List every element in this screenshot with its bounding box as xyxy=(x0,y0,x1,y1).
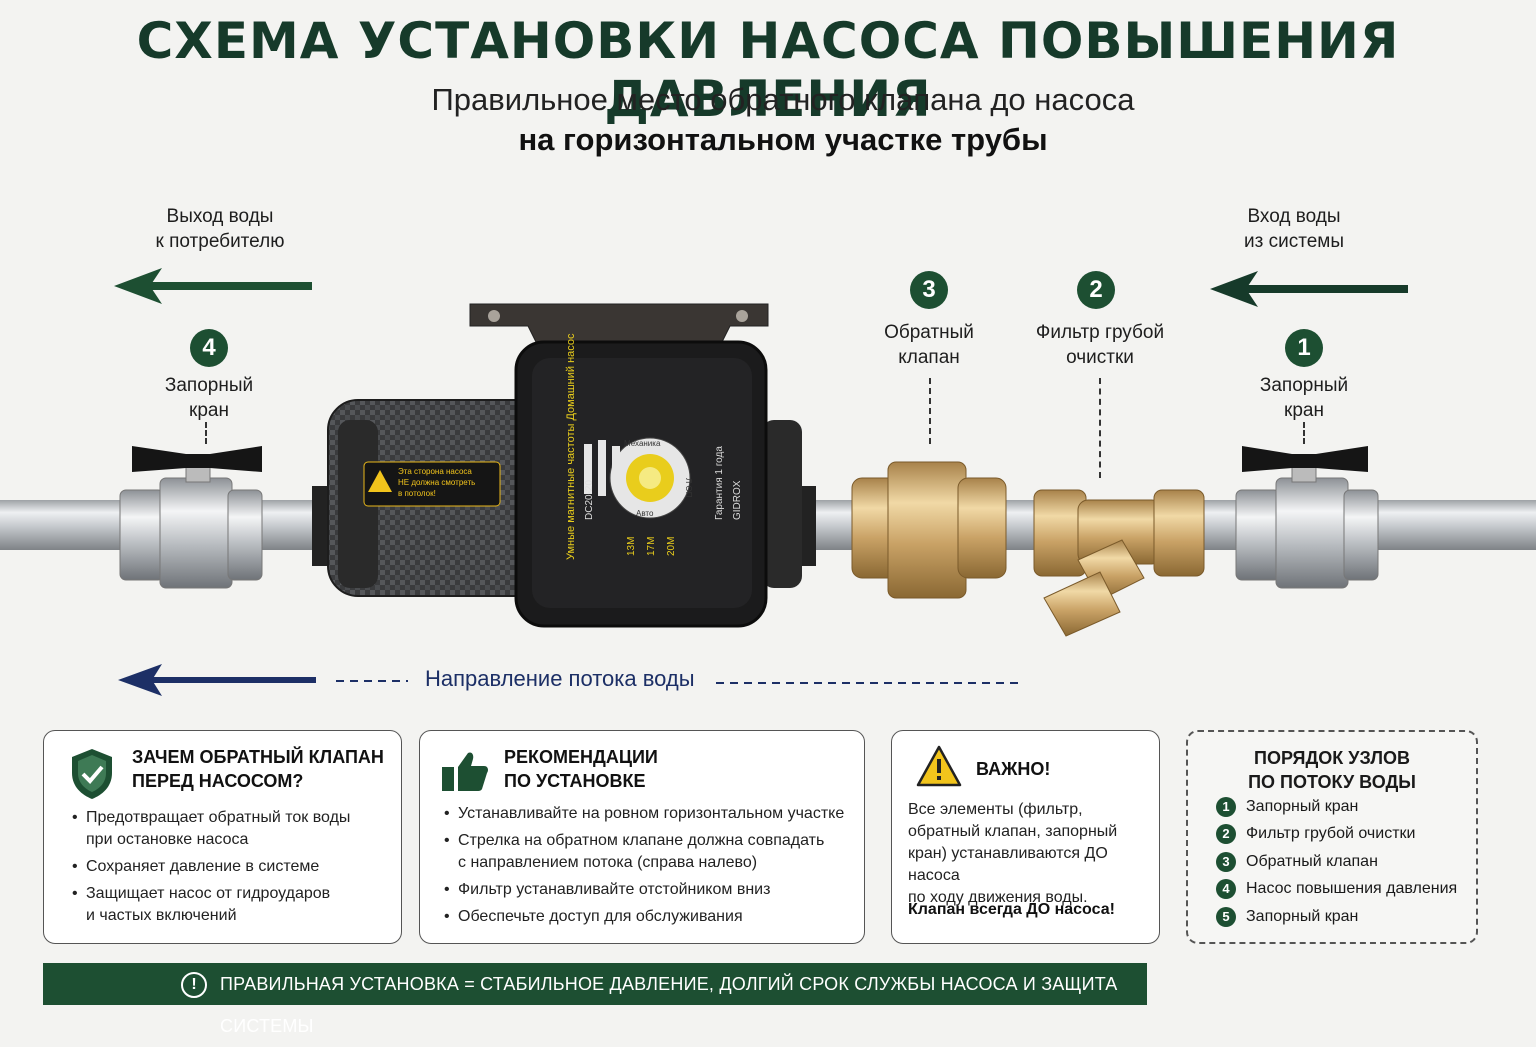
card-important-emphasis: Клапан всегда ДО насоса! xyxy=(908,901,1115,918)
list-item: Устанавливайте на ровном горизонтальном … xyxy=(442,803,852,825)
pump-mode-lop: Л ОП xyxy=(684,478,693,498)
pump-warning-line1: Эта сторона насоса xyxy=(398,467,472,476)
flow-direction-arrow xyxy=(118,664,1020,696)
list-item: Сохраняет давление в системе xyxy=(70,856,390,878)
list-item: Стрелка на обратном клапане должна совпа… xyxy=(442,830,852,874)
footer-banner: ! ПРАВИЛЬНАЯ УСТАНОВКА = СТАБИЛЬНОЕ ДАВЛ… xyxy=(43,963,1147,1036)
callout-number-3: 3 xyxy=(910,271,948,309)
pump-spec-2: 17М xyxy=(646,537,657,556)
card-important-heading: ВАЖНО! xyxy=(976,759,1051,779)
card-recommendations-list: Устанавливайте на ровном горизонтальном … xyxy=(442,803,852,933)
callout-number-2: 2 xyxy=(1077,271,1115,309)
page-title: СХЕМА УСТАНОВКИ НАСОСА ПОВЫШЕНИЯ ДАВЛЕНИ… xyxy=(136,12,1400,128)
shield-check-icon xyxy=(72,749,112,799)
leader-line-4 xyxy=(205,422,207,444)
warning-triangle-icon xyxy=(916,745,962,787)
pump-spec-1: 13М xyxy=(626,537,637,556)
info-circle-icon: ! xyxy=(181,972,207,998)
pump-mode-auto: Авто xyxy=(636,509,654,518)
pump-warning-line2: НЕ должна смотреть xyxy=(398,478,475,487)
list-item: Обеспечьте доступ для обслуживания xyxy=(442,906,852,928)
leader-line-1 xyxy=(1303,422,1305,444)
pump-brand: GIDROX xyxy=(732,480,743,520)
installation-scene: Эта сторона насоса НЕ должна смотреть в … xyxy=(0,268,1536,696)
leader-line-3 xyxy=(929,378,931,444)
pump-name: Умные магнитные частоты Домашний насос xyxy=(565,333,577,560)
leader-line-2 xyxy=(1099,378,1101,478)
thumbs-up-icon xyxy=(442,752,488,791)
pump-model: DC20-20 xyxy=(584,480,595,520)
pump-warranty: Гарантия 1 года xyxy=(714,446,725,520)
pump-mode-mechanic: Механика xyxy=(624,439,661,448)
pump: Эта сторона насоса НЕ должна смотреть в … xyxy=(312,303,816,628)
callout-number-4: 4 xyxy=(190,329,228,367)
ball-valve-right xyxy=(1235,446,1379,589)
footer-text: ПРАВИЛЬНАЯ УСТАНОВКА = СТАБИЛЬНОЕ ДАВЛЕН… xyxy=(220,974,1118,1036)
pump-warning-line3: в потолок! xyxy=(398,489,436,498)
outlet-arrow xyxy=(114,268,312,304)
check-valve xyxy=(851,461,1007,599)
pump-spec-3: 20М xyxy=(666,537,677,556)
card-important-body: Все элементы (фильтр, обратный клапан, з… xyxy=(908,801,1118,906)
list-item: Фильтр устанавливайте отстойником вниз xyxy=(442,879,852,901)
card-important: ВАЖНО! Все элементы (фильтр, обратный кл… xyxy=(891,730,1160,944)
flow-label: Направление потока воды xyxy=(425,666,695,691)
inlet-arrow xyxy=(1210,271,1408,307)
ball-valve-left xyxy=(119,446,263,589)
y-strainer xyxy=(1033,489,1205,637)
subtitle-line1: Правильное место обратного клапана до на… xyxy=(431,82,1135,117)
callout-number-1: 1 xyxy=(1285,329,1323,367)
subtitle-line2: на горизонтальном участке трубы xyxy=(518,122,1048,157)
